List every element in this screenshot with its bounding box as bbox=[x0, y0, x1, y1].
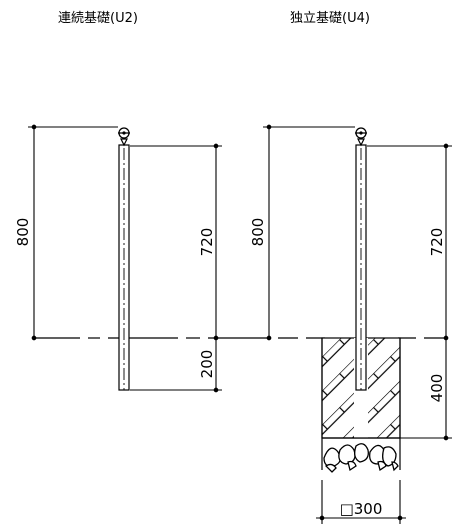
dimension-below-label-u4: 400 bbox=[428, 374, 446, 403]
dimension-total-u4 bbox=[263, 124, 355, 341]
dimension-width-u4 bbox=[316, 480, 406, 524]
post-u4 bbox=[355, 127, 367, 391]
post-u2 bbox=[118, 127, 130, 391]
title-independent-foundation: 独立基礎(U4) bbox=[290, 11, 370, 26]
dimension-total-u2 bbox=[28, 124, 118, 341]
gravel-base-u4 bbox=[323, 443, 399, 473]
title-continuous-foundation: 連続基礎(U2) bbox=[58, 11, 138, 26]
dimension-above-label-u2: 720 bbox=[198, 228, 216, 257]
dimension-total-label-u2: 800 bbox=[14, 218, 32, 247]
dimension-above-label-u4: 720 bbox=[428, 228, 446, 257]
dimension-width-label-u4: □300 bbox=[340, 500, 383, 518]
dimension-total-label-u4: 800 bbox=[249, 218, 267, 247]
dimension-below-label-u2: 200 bbox=[198, 350, 216, 379]
dimension-above-u4 bbox=[367, 143, 452, 441]
dimension-above-u2 bbox=[130, 143, 222, 393]
